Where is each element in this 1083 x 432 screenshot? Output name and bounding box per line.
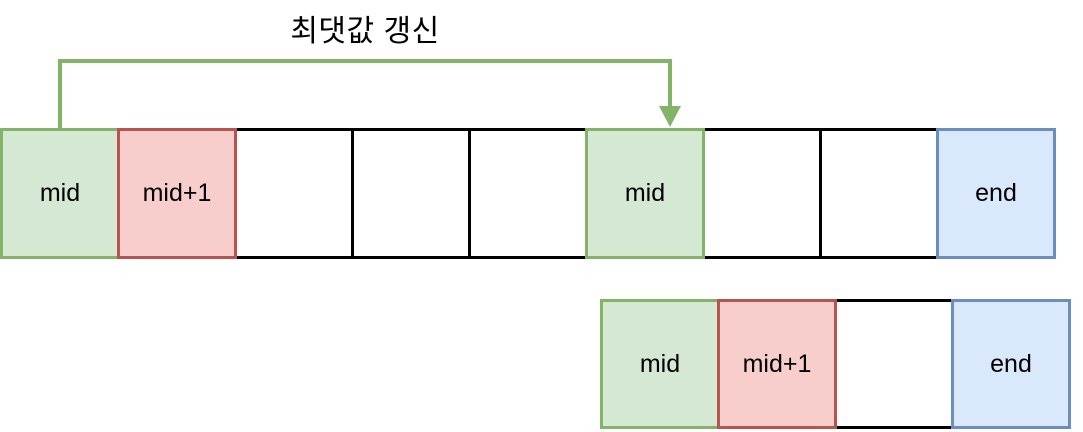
array-cell-empty (234, 128, 354, 259)
array-cell-mid: mid (585, 128, 705, 259)
array-cell-empty (834, 299, 954, 429)
array-cell-empty (702, 128, 822, 259)
cell-label: mid (639, 349, 681, 378)
array-cell-empty (351, 128, 471, 259)
arrowhead-down-icon (659, 106, 681, 127)
array-cell-empty (819, 128, 939, 259)
cell-label: mid+1 (142, 179, 212, 207)
array-cell-end: end (936, 128, 1056, 259)
cell-label: end (975, 179, 1017, 207)
array-cell-empty (468, 128, 588, 259)
arrow-line (58, 59, 672, 128)
array-cell-mid-plus-1: mid+1 (117, 128, 237, 259)
cell-label: mid+1 (742, 349, 812, 378)
cell-label: end (990, 349, 1032, 378)
array-cell-mid-plus-1: mid+1 (717, 299, 837, 429)
array-cell-mid: mid (0, 128, 120, 259)
bottom-array: mid mid+1 end (600, 299, 1071, 429)
cell-label: mid (624, 179, 666, 207)
cell-label: mid (39, 179, 81, 207)
top-array: mid mid+1 mid end (0, 128, 1056, 259)
arrow-label: 최댓값 갱신 (290, 15, 440, 48)
array-cell-end: end (951, 299, 1071, 429)
array-cell-mid: mid (600, 299, 720, 429)
